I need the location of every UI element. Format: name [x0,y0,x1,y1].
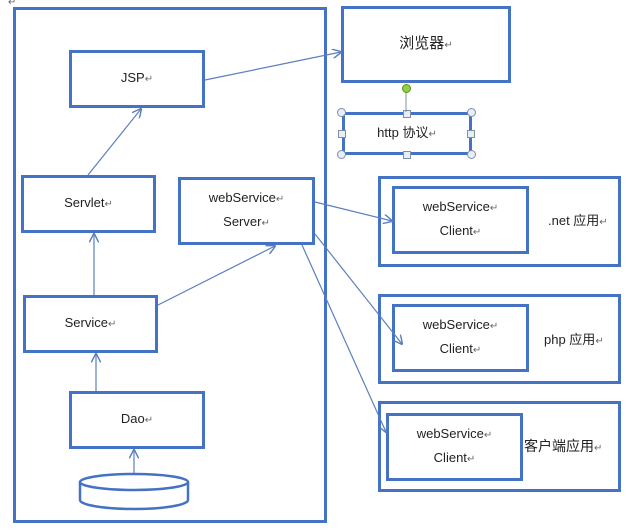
return-mark: ↵ [444,39,453,51]
resize-handle-nw[interactable] [337,108,346,117]
return-mark: ↵ [472,345,482,356]
browser-label: 浏览器 [399,34,445,52]
resize-handle-se[interactable] [467,150,476,159]
desktop-app-container [378,401,621,492]
client-line1: webService [422,199,490,214]
resize-handle-sw[interactable] [337,150,346,159]
php-ws-client-box[interactable]: webService↵ Client↵ [392,304,529,372]
jsp-label: JSP [120,70,145,85]
return-mark: ↵ [428,128,437,140]
browser-box[interactable]: 浏览器↵ [341,6,511,83]
return-mark: ↵ [275,194,285,205]
client-line2: Client [439,341,473,356]
resize-handle-s[interactable] [403,151,411,159]
app-label-text: .net 应用 [548,213,600,228]
dotnet-ws-client-box[interactable]: webService↵ Client↵ [392,186,529,254]
client-line2: Client [439,223,473,238]
return-mark: ↵ [594,443,603,454]
resize-handle-w[interactable] [338,130,346,138]
ws-server-line1: webService [208,190,276,205]
servlet-box[interactable]: Servlet↵ [21,175,156,233]
client-line1: webService [416,426,484,441]
paragraph-mark: ↵ [8,0,17,8]
return-mark: ↵ [466,454,476,465]
return-mark: ↵ [489,203,499,214]
return-mark: ↵ [595,336,604,347]
php-app-label: php 应用↵ [544,329,604,348]
app-label-text: 客户端应用 [524,438,594,454]
return-mark: ↵ [144,74,154,85]
app-label-text: php 应用 [544,332,596,347]
desktop-app-label: 客户端应用↵ [524,436,602,456]
return-mark: ↵ [107,319,117,330]
service-label: Service [64,315,108,330]
service-box[interactable]: Service↵ [23,295,158,353]
dao-label: Dao [120,411,145,426]
return-mark: ↵ [144,415,154,426]
return-mark: ↵ [472,227,482,238]
http-protocol-box[interactable]: http 协议↵ [342,112,472,155]
dotnet-app-label: .net 应用↵ [548,210,608,229]
jsp-box[interactable]: JSP↵ [69,50,205,108]
return-mark: ↵ [489,321,499,332]
client-line1: webService [422,317,490,332]
return-mark: ↵ [261,218,270,229]
resize-handle-n[interactable] [403,110,411,118]
return-mark: ↵ [104,199,113,210]
rotation-handle[interactable] [402,84,411,93]
client-line2: Client [433,450,467,465]
resize-handle-e[interactable] [467,130,475,138]
return-mark: ↵ [599,217,608,228]
return-mark: ↵ [483,430,493,441]
servlet-label: Servlet [64,195,105,210]
ws-server-line2: Server [223,214,262,229]
webservice-server-box[interactable]: webService↵ Server↵ [178,177,315,245]
protocol-label: http 协议 [377,124,429,140]
resize-handle-ne[interactable] [467,108,476,117]
desktop-ws-client-box[interactable]: webService↵ Client↵ [386,413,523,481]
dao-box[interactable]: Dao↵ [69,391,205,449]
